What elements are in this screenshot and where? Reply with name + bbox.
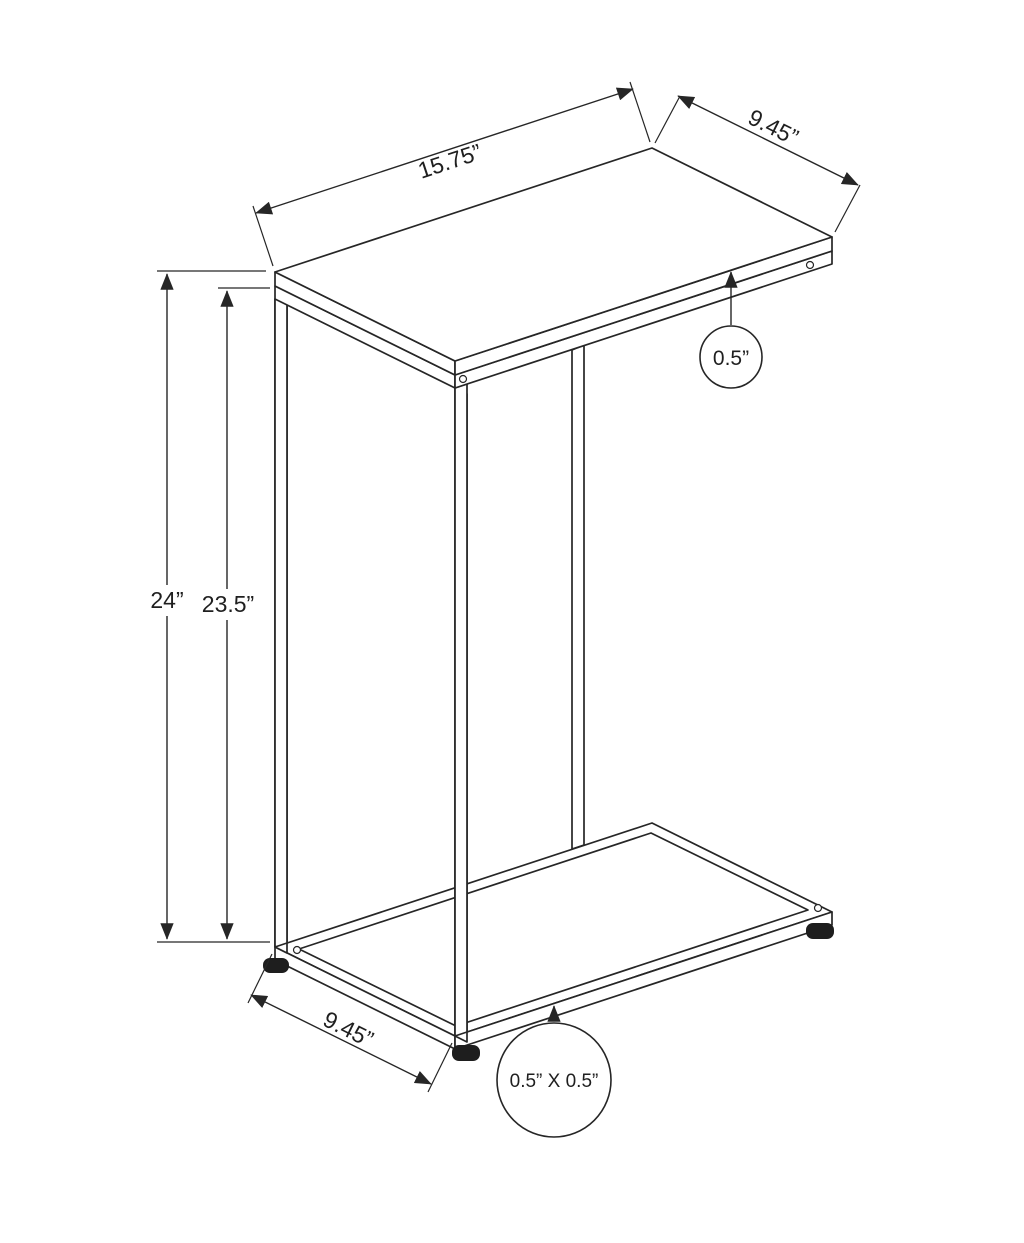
extension-line — [252, 205, 274, 267]
bolt-icon — [805, 260, 815, 270]
table-post-middle — [571, 344, 585, 850]
dimension-overall-height: 24” — [144, 270, 270, 943]
tube-size-callout-label: 0.5” X 0.5” — [510, 1071, 599, 1092]
extension-line — [629, 81, 651, 143]
dim-label-top-length: 15.75” — [415, 139, 485, 184]
dimension-line — [255, 87, 634, 215]
base-depth-label: 9.45” — [319, 1006, 378, 1053]
label-mask — [144, 585, 190, 616]
bolt-icon — [458, 374, 468, 384]
bolt-icon — [292, 945, 302, 955]
extension-line — [427, 1042, 453, 1093]
height-label: 24” — [150, 587, 183, 613]
table-drawing — [263, 147, 834, 1061]
thickness-callout-circle — [699, 325, 763, 389]
table-foot-left — [263, 958, 289, 973]
table-post-front — [454, 383, 468, 1043]
label-mask — [199, 589, 257, 620]
dimension-inner-height: 23.5” — [199, 287, 270, 940]
callout-tube-size: 0.5” X 0.5” — [496, 1005, 612, 1138]
extension-line — [654, 95, 681, 144]
dimension-line — [677, 95, 859, 186]
inner-height-label: 23.5” — [202, 591, 254, 617]
table-post-left — [274, 294, 288, 954]
table-foot-front — [452, 1045, 480, 1061]
table-top — [274, 147, 833, 389]
dimension-line — [250, 994, 432, 1085]
thickness-callout-label: 0.5” — [713, 347, 749, 370]
bolt-icon — [813, 903, 823, 913]
tube-size-callout-circle — [496, 1022, 612, 1138]
callout-top-thickness: 0.5” — [699, 271, 763, 389]
extension-line — [834, 184, 861, 233]
table-foot-right — [806, 923, 834, 939]
